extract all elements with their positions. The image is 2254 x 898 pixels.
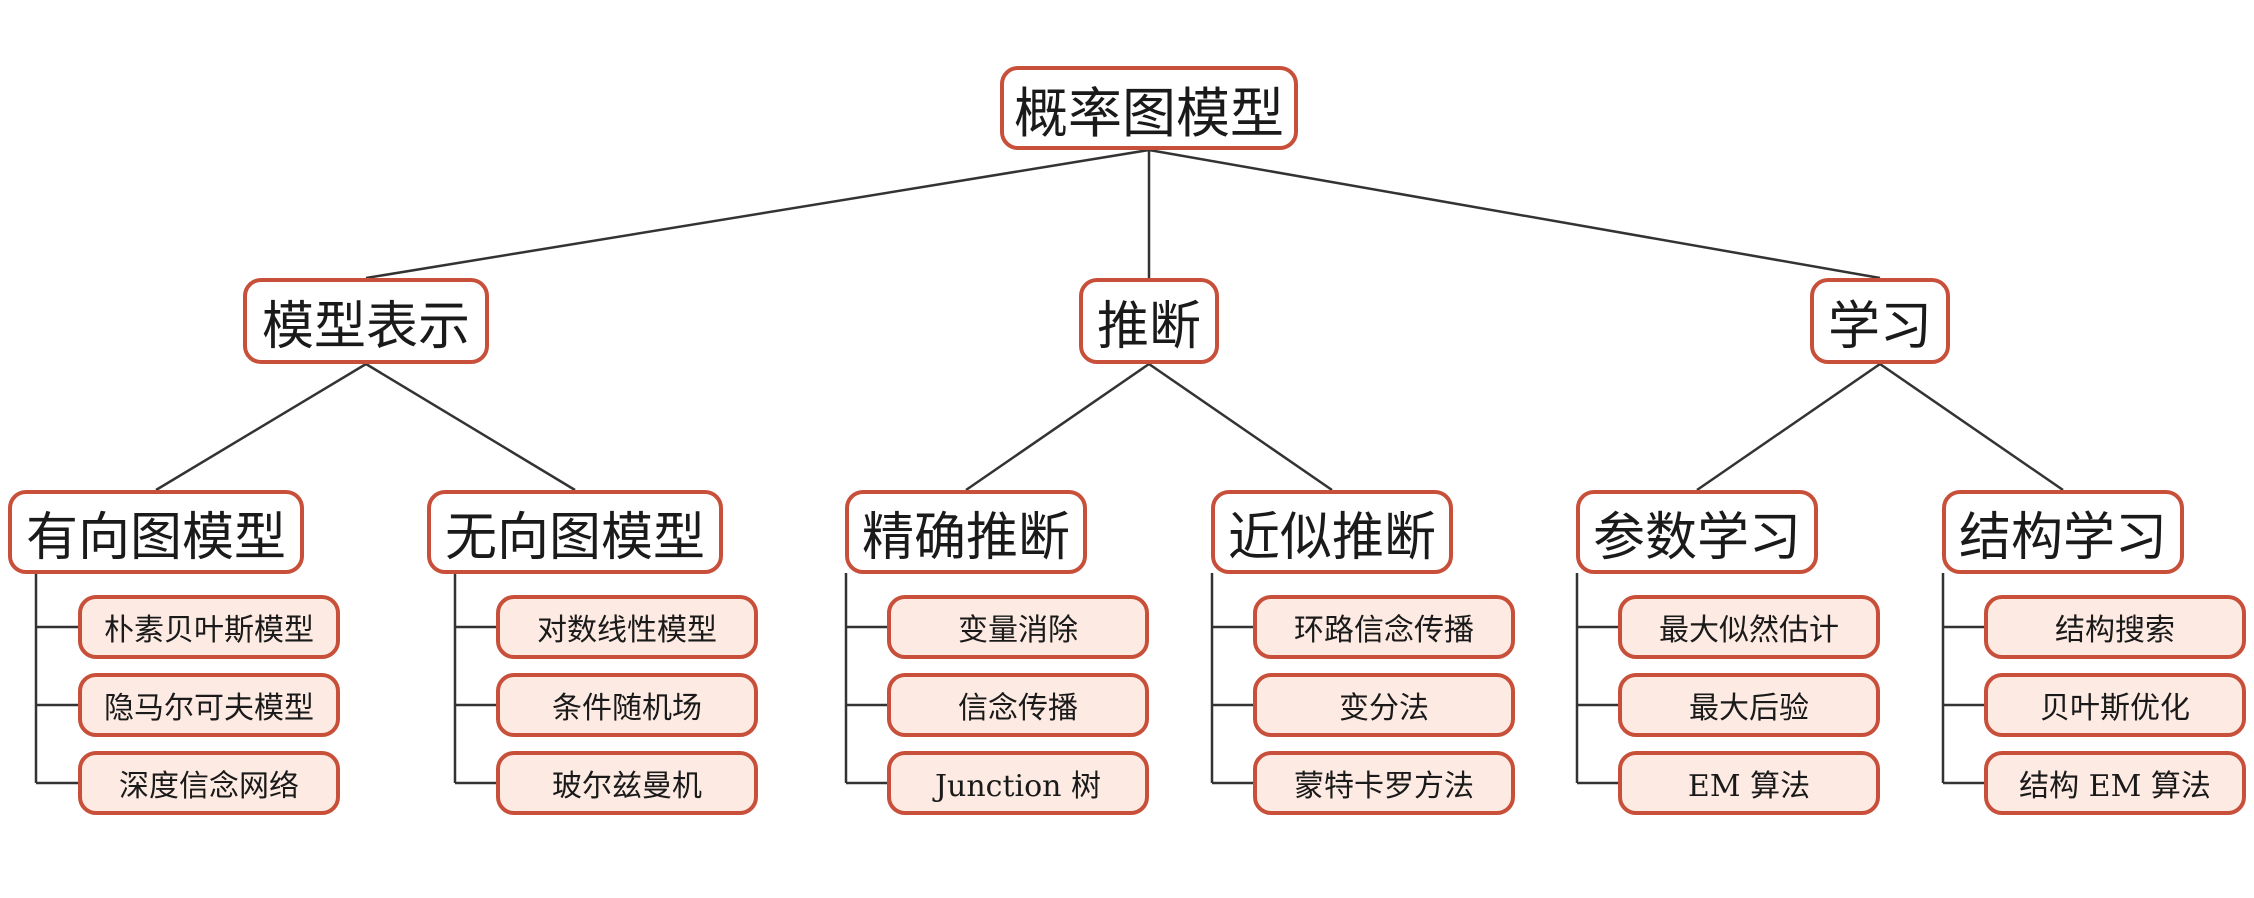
leaf-hmm: 隐马尔可夫模型 [78, 673, 340, 737]
leaf-monte-carlo: 蒙特卡罗方法 [1253, 751, 1515, 815]
edge-cat2-sub1 [1879, 362, 2064, 492]
category-node-inference: 推断 [1079, 278, 1219, 364]
edge-cat1-sub1 [1148, 362, 1333, 492]
leaf-loopy-bp: 环路信念传播 [1253, 595, 1515, 659]
leaf-crf: 条件随机场 [496, 673, 758, 737]
leaf-dbn: 深度信念网络 [78, 751, 340, 815]
leaf-mle: 最大似然估计 [1618, 595, 1880, 659]
category-node-learning: 学习 [1810, 278, 1950, 364]
leaf-variable-elimination: 变量消除 [887, 595, 1149, 659]
leaf-bayesian-optimization: 贝叶斯优化 [1984, 673, 2246, 737]
bracket-sub-1-0 [844, 573, 889, 785]
bracket-sub-2-1 [1941, 573, 1986, 785]
leaf-em: EM 算法 [1618, 751, 1880, 815]
bracket-sub-0-0 [34, 573, 80, 785]
leaf-structure-search: 结构搜索 [1984, 595, 2246, 659]
edge-cat2-sub0 [1696, 362, 1881, 492]
subcategory-node-directed: 有向图模型 [8, 490, 304, 574]
subcategory-node-approx-inference: 近似推断 [1211, 490, 1453, 574]
leaf-boltzmann: 玻尔兹曼机 [496, 751, 758, 815]
edge-cat0-sub0 [155, 362, 367, 492]
bracket-sub-0-1 [453, 573, 498, 785]
leaf-naive-bayes: 朴素贝叶斯模型 [78, 595, 340, 659]
bracket-sub-1-1 [1210, 573, 1255, 785]
leaf-variational: 变分法 [1253, 673, 1515, 737]
subcategory-node-undirected: 无向图模型 [427, 490, 723, 574]
category-node-model-representation: 模型表示 [243, 278, 489, 364]
subcategory-node-parameter-learning: 参数学习 [1576, 490, 1818, 574]
edge-root-cat2 [1148, 148, 1881, 280]
leaf-map: 最大后验 [1618, 673, 1880, 737]
edge-cat1-sub0 [965, 362, 1150, 492]
edge-cat0-sub1 [365, 362, 576, 492]
leaf-structural-em: 结构 EM 算法 [1984, 751, 2246, 815]
subcategory-node-structure-learning: 结构学习 [1942, 490, 2184, 574]
subcategory-node-exact-inference: 精确推断 [845, 490, 1087, 574]
bracket-sub-2-0 [1575, 573, 1620, 785]
leaf-junction-tree: Junction 树 [887, 751, 1149, 815]
root-node: 概率图模型 [1000, 66, 1298, 150]
leaf-belief-propagation: 信念传播 [887, 673, 1149, 737]
leaf-log-linear: 对数线性模型 [496, 595, 758, 659]
edge-root-cat0 [365, 148, 1150, 280]
